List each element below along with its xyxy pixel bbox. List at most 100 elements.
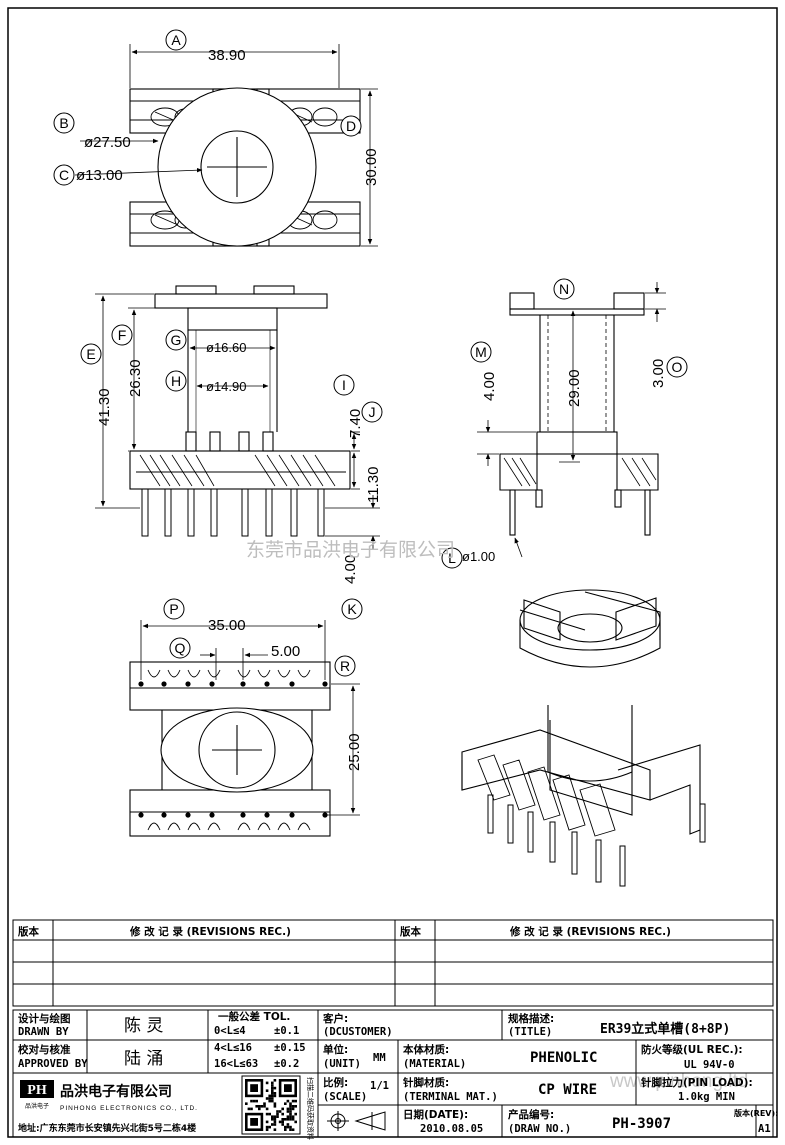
company-logo: PH 品洪电子 (20, 1080, 54, 1110)
side-view (499, 292, 659, 536)
scale-value: 1/1 (370, 1080, 389, 1092)
ul-cn: 防火等级(UL REC.): (641, 1043, 743, 1056)
bubble-h: H (171, 373, 181, 389)
bubble-q: Q (175, 640, 186, 656)
isometric-view (461, 589, 706, 887)
approved-by-cn: 校对与核准 (18, 1043, 71, 1056)
bubble-o: O (672, 359, 683, 375)
dim-a: 38.90 (208, 47, 246, 64)
dim-d: 30.00 (363, 148, 380, 186)
dim-h: ø14.90 (206, 379, 246, 394)
bubble-a: A (171, 32, 181, 48)
drawn-by-cn: 设计与绘图 (18, 1012, 71, 1025)
rev-col-version-left: 版本 (18, 925, 39, 938)
pin-load-value: 1.0kg MIN (678, 1091, 735, 1103)
rev-col-record-left: 修 改 记 录 (REVISIONS REC.) (129, 925, 291, 938)
dim-i: 7.40 (347, 409, 364, 438)
dim-q: 5.00 (271, 643, 300, 660)
bubble-c: C (59, 167, 69, 183)
dim-g: ø16.60 (206, 340, 246, 355)
tol-value-2: ±0.15 (274, 1042, 306, 1054)
dim-j: 11.30 (365, 467, 382, 503)
top-view (129, 87, 361, 247)
qr-caption: 扫描二维码获取资料 (306, 1077, 315, 1140)
rev-cn: 版本(REV): (733, 1108, 778, 1118)
terminal-cn: 针脚材质: (402, 1076, 449, 1089)
bubble-m: M (475, 344, 487, 360)
customer-cn: 客户: (322, 1012, 348, 1025)
drawing-frame (7, 7, 778, 1138)
dim-e: 41.30 (96, 388, 113, 426)
bubble-i: I (342, 377, 346, 393)
rev-value: A1 (758, 1123, 771, 1135)
dim-pin: ø1.00 (462, 549, 495, 564)
bottom-view (129, 661, 331, 837)
svg-text:PH: PH (27, 1083, 47, 1098)
drawn-by-name: 陈 灵 (124, 1016, 163, 1036)
draw-no-value: PH-3907 (612, 1116, 671, 1132)
tol-range-2: 4<L≤16 (214, 1042, 252, 1054)
bubble-d: D (346, 118, 356, 134)
material-value: PHENOLIC (530, 1050, 597, 1066)
material-cn: 本体材质: (403, 1043, 449, 1056)
front-view (129, 285, 351, 537)
title-block (12, 1009, 774, 1138)
dim-k: 4.00 (342, 555, 359, 584)
dim-p: 35.00 (208, 617, 246, 634)
tolerance-title: 一般公差 TOL. (218, 1010, 290, 1023)
rev-col-version-right: 版本 (400, 925, 421, 938)
dim-n: 29.00 (566, 369, 583, 407)
dim-c: ø13.00 (76, 167, 123, 184)
title-en: (TITLE) (508, 1026, 552, 1038)
title-value: ER39立式单槽(8+8P) (600, 1021, 730, 1037)
bubble-e: E (86, 346, 95, 362)
dim-o: 3.00 (650, 359, 667, 388)
watermark-url: www.pinhong.ltd (609, 1071, 748, 1092)
terminal-en: (TERMINAL MAT.) (403, 1091, 498, 1103)
date-cn: 日期(DATE): (403, 1108, 468, 1121)
scale-en: (SCALE) (323, 1091, 367, 1103)
svg-text:品洪电子: 品洪电子 (25, 1102, 49, 1110)
drawn-by-en: DRAWN BY (18, 1026, 69, 1038)
scale-cn: 比例: (323, 1076, 348, 1089)
tol-value-3: ±0.2 (274, 1058, 299, 1070)
unit-en: (UNIT) (323, 1058, 361, 1070)
dim-m: 4.00 (481, 372, 498, 401)
bubble-g: G (171, 332, 182, 348)
company-address: 地址:广东东莞市长安镇先兴北街5号二栋4楼 (18, 1122, 196, 1134)
bubble-p: P (169, 601, 178, 617)
tol-range-3: 16<L≤63 (214, 1058, 258, 1070)
tol-range-1: 0<L≤4 (214, 1025, 246, 1037)
unit-cn: 单位: (323, 1043, 348, 1056)
pin-load-cn: 针脚拉力(PIN LOAD): (640, 1076, 753, 1089)
unit-value: MM (373, 1052, 386, 1064)
bubble-f: F (118, 327, 127, 343)
draw-no-cn: 产品编号: (508, 1108, 554, 1121)
watermark: 东莞市品洪电子有限公司 (246, 539, 455, 561)
tol-value-1: ±0.1 (274, 1025, 299, 1037)
bubble-n: N (559, 281, 569, 297)
revisions-table (12, 919, 774, 1007)
date-value: 2010.08.05 (420, 1123, 483, 1135)
qr-code (241, 1075, 301, 1135)
title-cn: 规格描述: (508, 1012, 554, 1025)
ul-value: UL 94V-0 (684, 1059, 735, 1071)
dim-r: 25.00 (346, 733, 363, 771)
bubble-r: R (340, 658, 350, 674)
bubble-j: J (369, 404, 376, 420)
approved-by-name: 陆 涌 (124, 1049, 163, 1069)
customer-en: (DCUSTOMER) (323, 1026, 393, 1038)
company-name-en: PINHONG ELECTRONICS CO., LTD. (60, 1105, 198, 1112)
company-name-cn: 品洪电子有限公司 (60, 1083, 172, 1100)
bubble-b: B (59, 115, 68, 131)
material-en: (MATERIAL) (403, 1058, 466, 1070)
approved-by-en: APPROVED BY (18, 1058, 88, 1070)
draw-no-en: (DRAW NO.) (508, 1123, 571, 1135)
rev-col-record-right: 修 改 记 录 (REVISIONS REC.) (509, 925, 671, 938)
bubble-l: L (448, 550, 456, 566)
bubble-k: K (347, 601, 357, 617)
dim-b: ø27.50 (84, 134, 131, 151)
terminal-value: CP WIRE (538, 1082, 597, 1098)
projection-symbol (327, 1111, 386, 1131)
